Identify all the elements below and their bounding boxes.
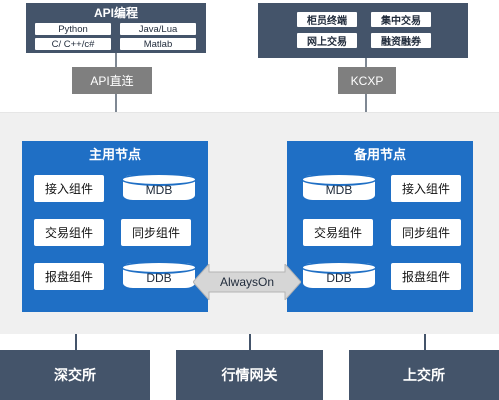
standby-node-title: 备用节点 (353, 147, 406, 162)
exchange-connector-left (75, 334, 77, 354)
standby-mdb-label: MDB (325, 182, 353, 197)
primary-node: 主用节点 接入组件 MDB 交易组件 同步组件 报盘组件 DDB (22, 141, 208, 312)
api-programming-title: API编程 (93, 6, 138, 20)
primary-access-component: 接入组件 (34, 175, 104, 202)
exchange-market-gateway: 行情网关 (176, 350, 323, 400)
exchange-shenzhen: 深交所 (0, 350, 150, 400)
primary-node-title: 主用节点 (88, 147, 141, 162)
kcxp-connector-line (365, 58, 367, 163)
terminal-online-trading: 网上交易 (297, 33, 357, 48)
standby-ddb-label: DDB (326, 270, 352, 285)
primary-ddb-database: DDB (121, 261, 197, 290)
standby-order-component: 报盘组件 (391, 263, 461, 290)
api-connector-line (115, 53, 117, 163)
exchange-connector-middle (249, 334, 251, 354)
exchange-shanghai: 上交所 (349, 350, 499, 400)
primary-sync-component: 同步组件 (121, 219, 191, 246)
primary-mdb-database: MDB (121, 173, 197, 202)
standby-node: 备用节点 MDB 接入组件 交易组件 同步组件 DDB 报盘组件 (287, 141, 473, 312)
standby-mdb-database: MDB (301, 173, 377, 202)
api-direct-box: API直连 (72, 67, 152, 94)
lang-c-cpp-csharp: C/ C++/c# (35, 38, 111, 50)
primary-order-component: 报盘组件 (34, 263, 104, 290)
double-arrow-icon (193, 264, 301, 300)
kcxp-box: KCXP (338, 67, 396, 94)
terminal-centralized-trading: 集中交易 (371, 12, 431, 27)
alwayson-label: AlwaysOn (219, 275, 275, 289)
standby-access-component: 接入组件 (391, 175, 461, 202)
lang-python: Python (35, 23, 111, 35)
alwayson-link: AlwaysOn (193, 264, 301, 300)
exchange-connector-right (424, 334, 426, 354)
standby-ddb-database: DDB (301, 261, 377, 290)
lang-java-lua: Java/Lua (120, 23, 196, 35)
primary-ddb-label: DDB (146, 270, 172, 285)
standby-trading-component: 交易组件 (303, 219, 373, 246)
api-programming-block: API编程 Python Java/Lua C/ C++/c# Matlab (26, 3, 206, 53)
kcxp-terminals-block: 柜员终端 集中交易 网上交易 融资融券 (258, 3, 468, 58)
standby-sync-component: 同步组件 (391, 219, 461, 246)
lang-matlab: Matlab (120, 38, 196, 50)
terminal-teller: 柜员终端 (297, 12, 357, 27)
terminal-margin-trading: 融资融券 (371, 33, 431, 48)
primary-trading-component: 交易组件 (34, 219, 104, 246)
primary-mdb-label: MDB (145, 182, 173, 197)
